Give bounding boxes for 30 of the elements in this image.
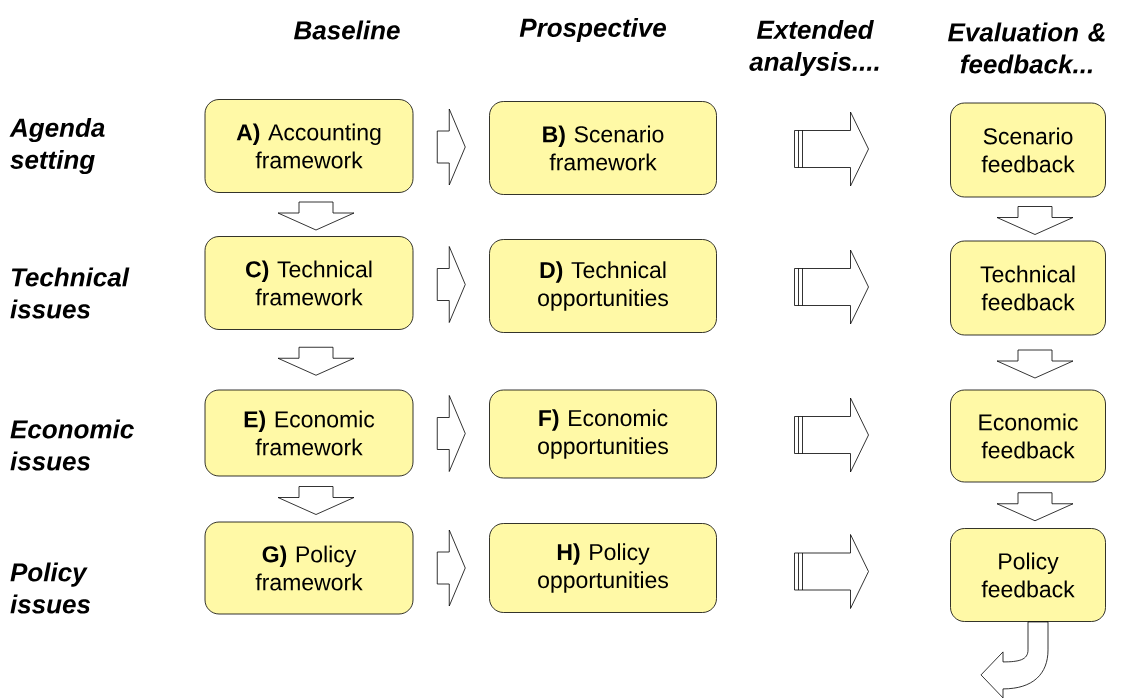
block-arrow (996, 492, 1074, 522)
block-arrow (436, 395, 466, 472)
process-box: Policy feedback (950, 528, 1106, 622)
heading: Baseline (294, 20, 400, 40)
block-arrow (436, 108, 466, 186)
process-box: A) Accounting framework (204, 99, 414, 193)
process-box: H) Policy opportunities (489, 523, 717, 613)
block-arrow (436, 246, 466, 323)
process-box: D) Technical opportunities (489, 239, 717, 333)
heading: Evaluation & feedback... (948, 22, 1105, 74)
process-box: C) Technical framework (204, 236, 414, 330)
process-box: E) Economic framework (204, 389, 414, 477)
heading: Policy issues (10, 562, 91, 614)
block-arrow (996, 206, 1074, 235)
process-box: Scenario feedback (950, 102, 1106, 198)
process-box: Economic feedback (950, 389, 1106, 483)
block-arrow (277, 486, 355, 515)
block-arrow (277, 201, 355, 231)
process-box: F) Economic opportunities (489, 389, 717, 479)
block-arrow (996, 349, 1074, 379)
process-box: G) Policy framework (204, 521, 414, 615)
block-arrow (277, 346, 355, 376)
heading: Economic issues (10, 419, 134, 471)
block-arrow (436, 529, 466, 607)
process-box: B) Scenario framework (489, 101, 717, 195)
heading: Technical issues (10, 267, 130, 319)
heading: Extended analysis.... (749, 19, 879, 77)
process-box: Technical feedback (950, 240, 1106, 336)
heading: Prospective (519, 17, 666, 43)
heading: Agenda setting (9, 117, 105, 175)
